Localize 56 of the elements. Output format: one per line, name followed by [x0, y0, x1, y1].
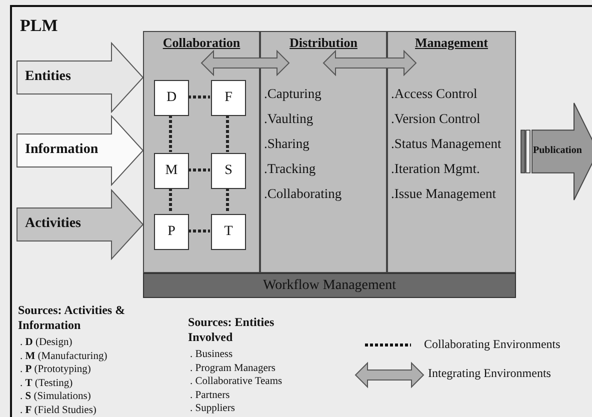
arrow-label: Activities — [25, 216, 81, 232]
list-item: .Sharing — [264, 136, 310, 152]
list-item: .Vaulting — [264, 111, 314, 127]
source-heading: Sources: Entities Involved — [188, 315, 276, 345]
column-heading: Distribution — [288, 35, 358, 51]
arrow-shaped-box — [17, 43, 143, 112]
arrow-shaped-box — [17, 190, 143, 259]
dotted-connector — [226, 115, 229, 152]
double-arrow — [322, 50, 417, 76]
arrow-shaped-box — [17, 116, 143, 185]
arrow-shaped-box — [520, 103, 592, 200]
double-arrow — [200, 50, 290, 76]
column-panel — [143, 31, 260, 273]
source-item: . D (Design) — [20, 336, 72, 349]
source-item: . S (Simulations) — [20, 390, 91, 404]
dotted-connector — [188, 96, 210, 98]
dotted-connector — [169, 115, 172, 152]
column-panel — [260, 31, 387, 273]
source-item: . Collaborative Teams — [190, 375, 282, 388]
source-item: . Suppliers — [190, 402, 235, 416]
arrow-label: Entities — [25, 68, 71, 84]
workflow-bar: Workflow Management — [143, 273, 516, 298]
letter-box: P — [154, 214, 189, 250]
column-heading: Collaboration — [162, 35, 242, 51]
source-item: . P (Prototyping) — [20, 363, 91, 376]
letter-box: S — [211, 153, 246, 189]
source-heading: Sources: Activities & Information — [18, 303, 126, 333]
dotted-connector — [188, 168, 210, 172]
source-item: . T (Testing) — [20, 376, 73, 390]
column-heading: Management — [414, 35, 489, 51]
legend-label: Integrating Environments — [428, 366, 551, 381]
list-item: .Iteration Mgmt. — [391, 161, 480, 177]
dotted-connector — [169, 188, 172, 213]
list-item: .Capturing — [264, 86, 322, 102]
arrow-label: Information — [25, 142, 98, 158]
source-item: . F (Field Studies) — [20, 404, 96, 417]
list-item: .Access Control — [391, 86, 478, 102]
source-item: . M (Manufacturing) — [20, 350, 108, 363]
arrow-label: Publication — [533, 144, 582, 156]
letter-box: F — [211, 80, 246, 116]
source-item: . Program Managers — [190, 362, 276, 375]
diagram-title: PLM — [20, 16, 58, 36]
legend-label: Collaborating Environments — [424, 337, 560, 352]
list-item: .Tracking — [264, 161, 316, 177]
list-item: .Status Management — [391, 136, 502, 152]
list-item: .Version Control — [391, 111, 480, 127]
letter-box: T — [211, 214, 246, 250]
dotted-connector — [188, 230, 210, 232]
source-item: . Business — [190, 348, 233, 361]
source-item: . Partners — [190, 388, 230, 402]
column-panel — [387, 31, 516, 273]
dotted-connector — [226, 188, 229, 213]
letter-box: M — [154, 153, 189, 189]
list-item: .Collaborating — [264, 186, 342, 202]
letter-box: D — [154, 80, 189, 116]
list-item: .Issue Management — [391, 186, 496, 202]
